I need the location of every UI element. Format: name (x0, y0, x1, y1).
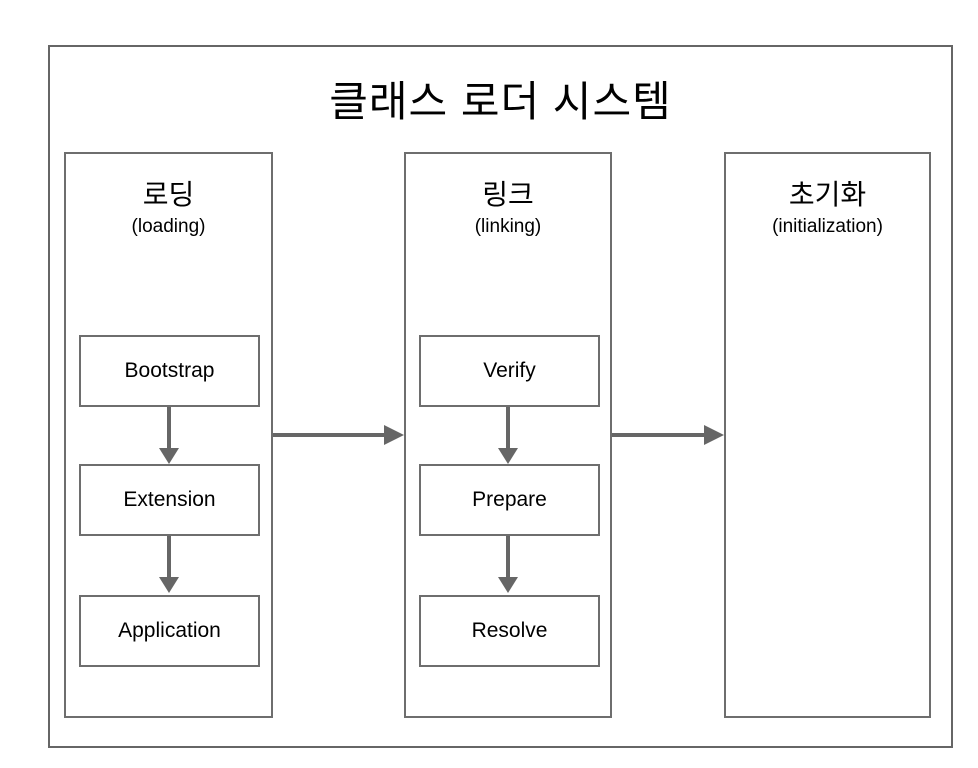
step-box-bootstrap: Bootstrap (79, 335, 260, 407)
down-arrow-head-icon (158, 577, 179, 593)
column-linking: 링크 (linking) Verify Prepare Resolve (404, 152, 612, 718)
column-initialization-sublabel: (initialization) (772, 216, 883, 237)
down-arrow-head-icon (498, 577, 518, 593)
column-initialization: 초기화 (initialization) (724, 152, 931, 718)
flow-arrow-linking-to-initialization-head-icon (704, 425, 724, 445)
down-arrow (166, 536, 171, 577)
column-loading: 로딩 (loading) Bootstrap Extension Applica… (64, 152, 273, 718)
diagram-title: 클래스 로더 시스템 (329, 78, 672, 125)
step-box-application: Application (79, 595, 260, 667)
down-arrow (506, 536, 510, 577)
column-loading-sublabel: (loading) (131, 216, 206, 237)
column-loading-label: 로딩 (142, 179, 195, 210)
step-box-prepare: Prepare (419, 464, 600, 536)
flow-arrow-linking-to-initialization (612, 433, 705, 437)
down-arrow (166, 407, 171, 448)
step-box-resolve: Resolve (419, 595, 600, 667)
column-linking-sublabel: (linking) (474, 216, 542, 237)
flow-arrow-loading-to-linking (273, 433, 385, 437)
down-arrow (506, 407, 510, 448)
down-arrow-head-icon (498, 448, 518, 464)
step-box-verify: Verify (419, 335, 600, 407)
flow-arrow-loading-to-linking-head-icon (384, 425, 404, 445)
step-box-extension: Extension (79, 464, 260, 536)
column-initialization-header: 초기화 (initialization) (726, 176, 929, 240)
column-initialization-label: 초기화 (788, 179, 867, 210)
column-linking-header: 링크 (linking) (406, 176, 610, 240)
column-linking-label: 링크 (482, 179, 534, 210)
down-arrow-head-icon (158, 448, 179, 464)
column-loading-header: 로딩 (loading) (66, 176, 271, 240)
